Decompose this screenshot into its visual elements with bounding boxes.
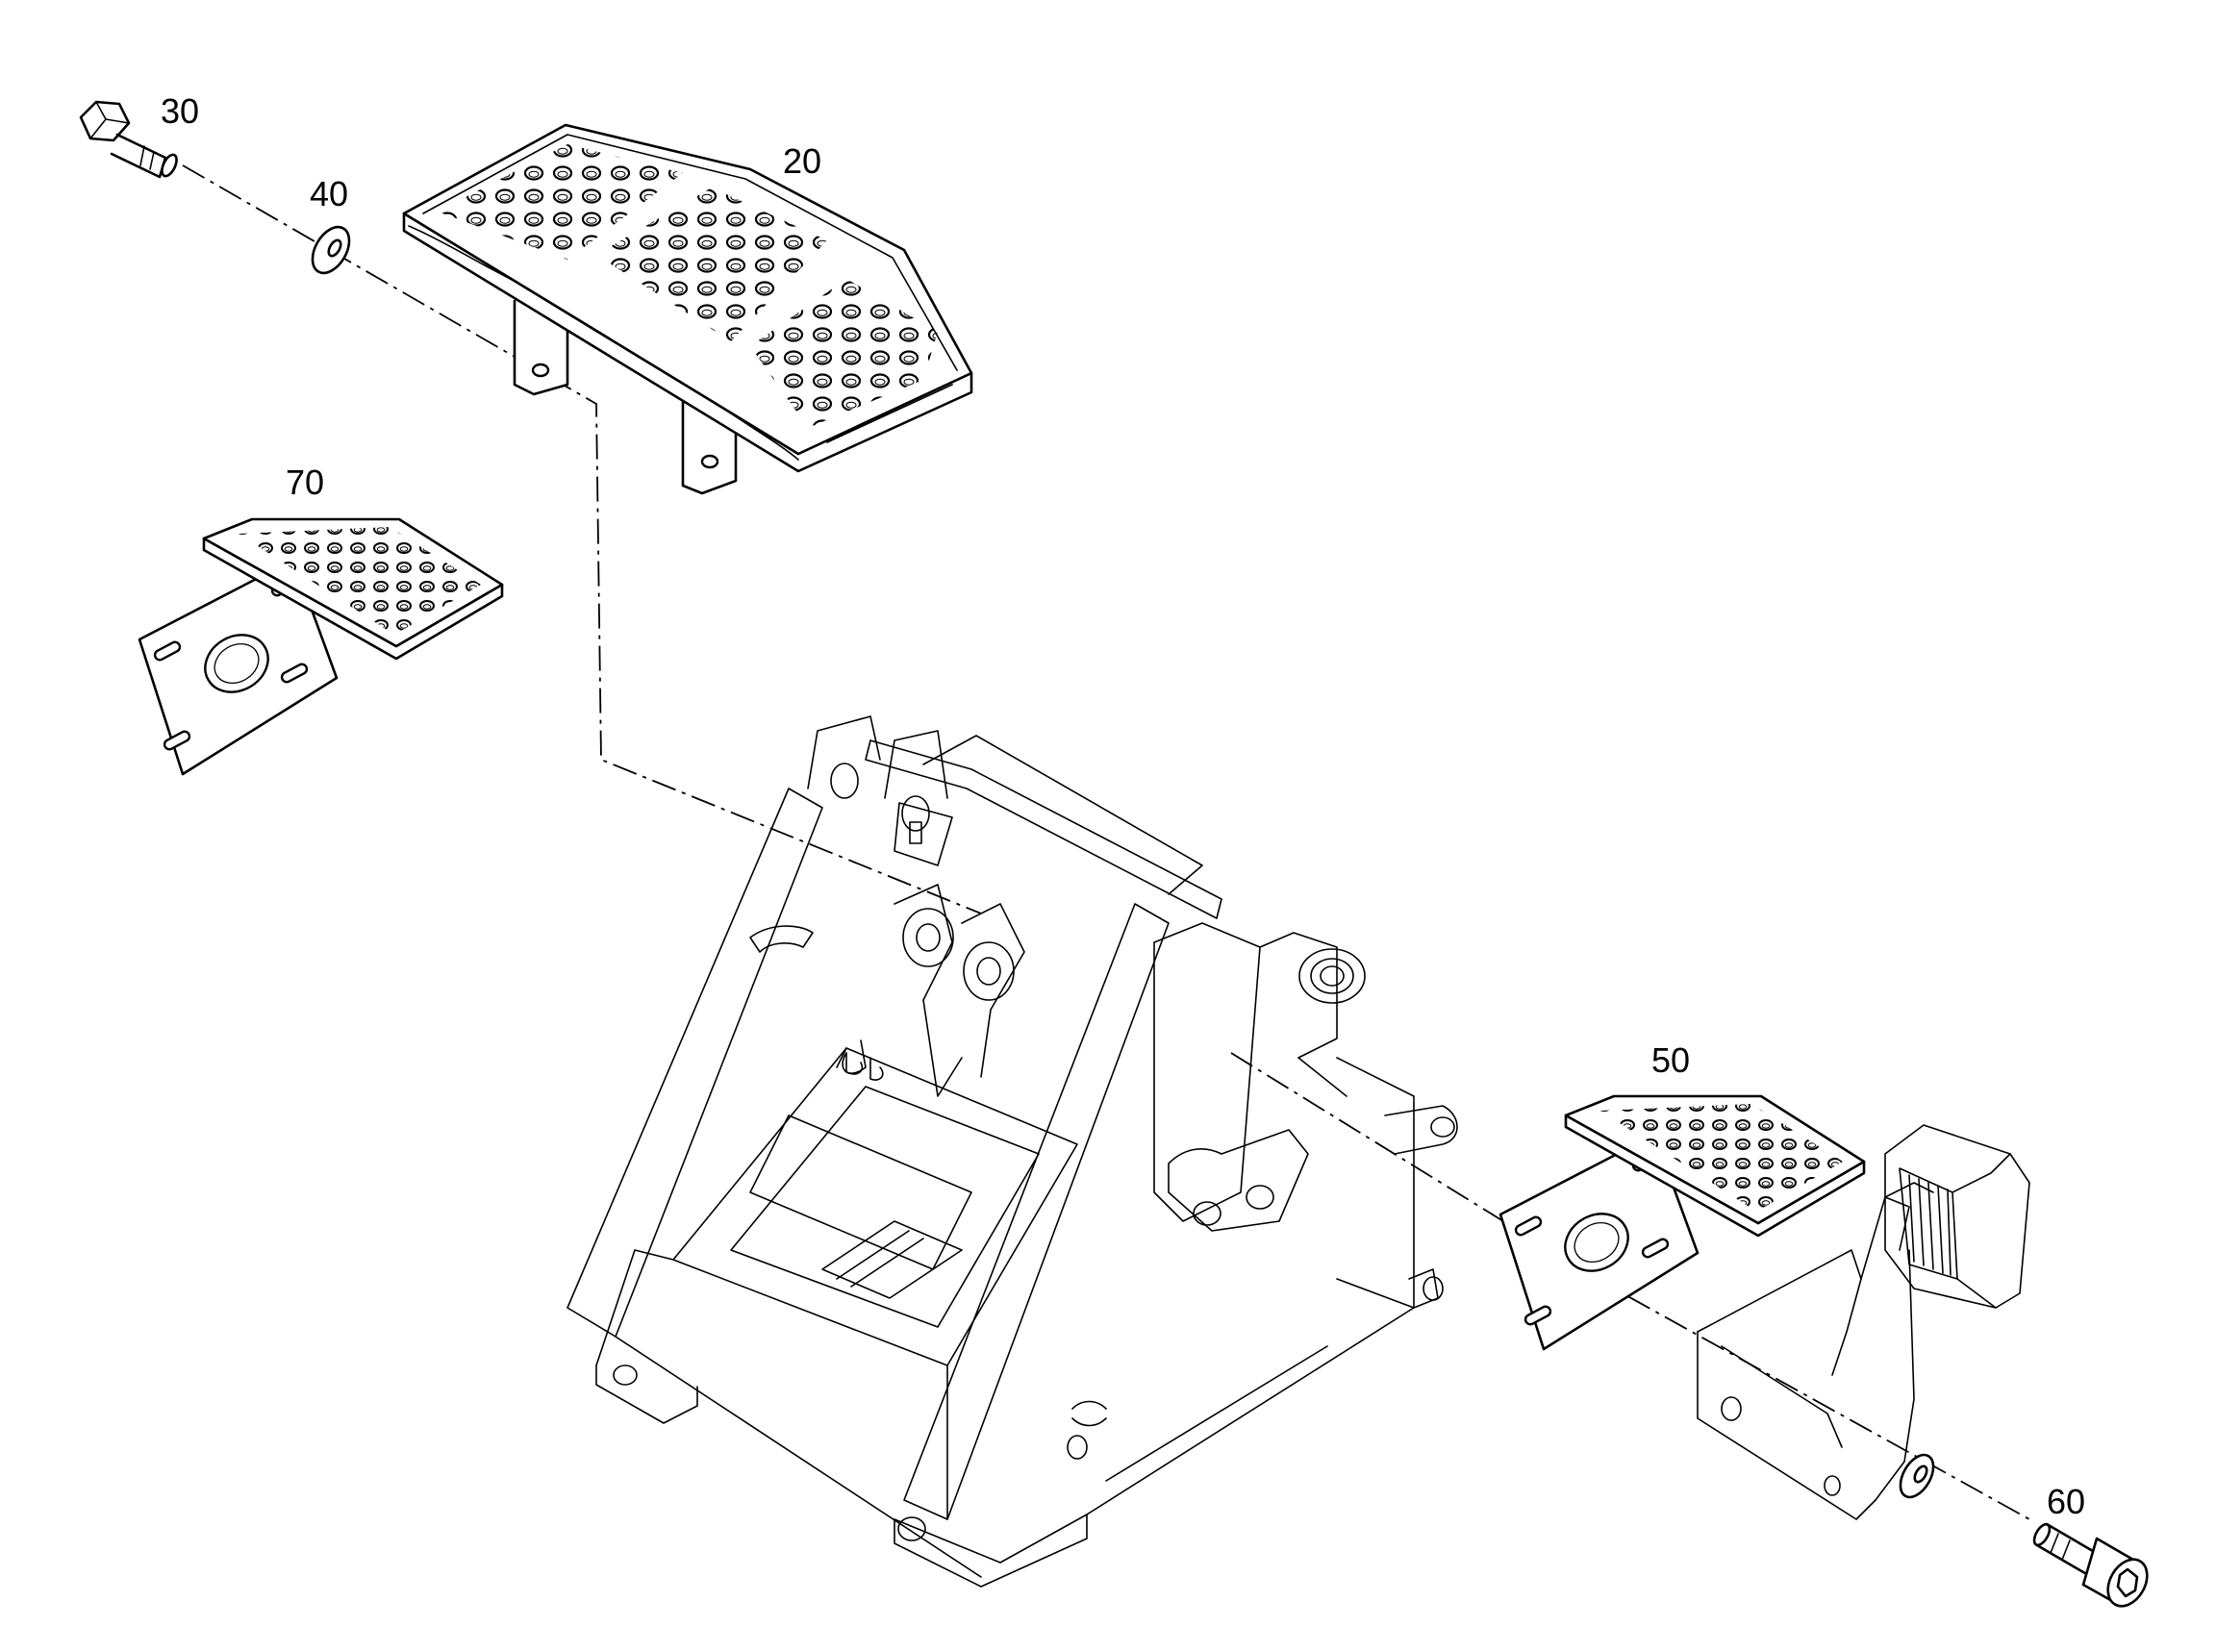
callout-30: 30 bbox=[161, 91, 200, 131]
callout-70: 70 bbox=[286, 463, 325, 502]
main-frame-assembly bbox=[567, 715, 1458, 1588]
callout-60: 60 bbox=[2047, 1482, 2086, 1521]
part-20-large-step bbox=[402, 123, 973, 495]
callout-40: 40 bbox=[310, 174, 349, 213]
part-60-socket-screw bbox=[2032, 1522, 2149, 1608]
part-50-small-step-bracket bbox=[1498, 1094, 1866, 1351]
part-40-washer bbox=[311, 225, 351, 275]
work-light-assembly bbox=[1697, 1124, 2030, 1520]
callout-20: 20 bbox=[783, 141, 822, 181]
part-60-washer bbox=[1899, 1453, 1935, 1499]
part-30-hex-bolt bbox=[79, 100, 178, 179]
callout-50: 50 bbox=[1651, 1040, 1691, 1080]
part-70-small-step-bracket bbox=[138, 517, 504, 776]
centerline-upper bbox=[182, 164, 982, 914]
